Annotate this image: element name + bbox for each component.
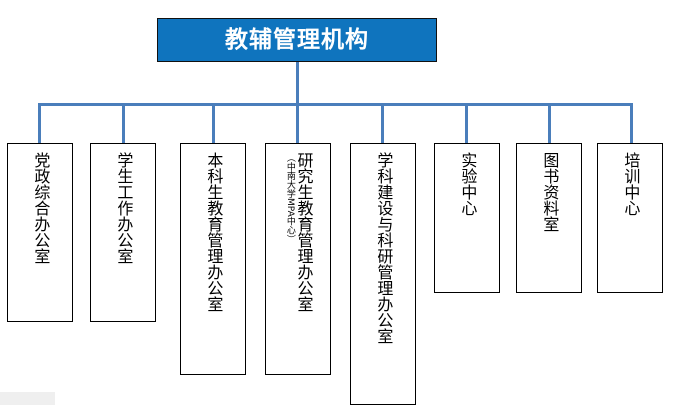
org-node-label: 研究生教育管理办公室 [294, 152, 314, 312]
connector-horizontal-bus [38, 103, 632, 106]
org-node-content: 培训中心 [598, 152, 662, 216]
connector-drop-3 [212, 103, 215, 144]
org-node-4[interactable]: 研究生教育管理办公室（中南大学MPA中心） [265, 143, 331, 375]
org-node-content: 研究生教育管理办公室（中南大学MPA中心） [266, 152, 330, 312]
org-node-label: 培训中心 [621, 152, 641, 216]
connector-root-stem [296, 62, 299, 105]
org-node-content: 学生工作办公室 [91, 152, 155, 264]
org-node-label: 学科建设与科研管理办公室 [374, 152, 394, 344]
org-node-6[interactable]: 实验中心 [434, 143, 500, 293]
connector-drop-2 [122, 103, 125, 144]
org-node-1[interactable]: 党政综合办公室 [7, 143, 73, 322]
org-node-content: 党政综合办公室 [8, 152, 72, 264]
org-node-label: 党政综合办公室 [31, 152, 51, 264]
connector-drop-6 [465, 103, 468, 144]
org-node-sublabel: （中南大学MPA中心） [284, 153, 295, 244]
org-node-2[interactable]: 学生工作办公室 [90, 143, 156, 322]
org-node-5[interactable]: 学科建设与科研管理办公室 [350, 143, 416, 405]
connector-drop-4 [296, 103, 299, 144]
org-node-8[interactable]: 培训中心 [597, 143, 663, 293]
org-root-node[interactable]: 教辅管理机构 [157, 18, 437, 62]
connector-drop-1 [38, 103, 41, 144]
connector-drop-7 [548, 103, 551, 144]
org-node-content: 图书资料室 [517, 152, 581, 232]
org-node-content: 实验中心 [435, 152, 499, 216]
org-node-label: 实验中心 [458, 152, 478, 216]
org-node-label: 学生工作办公室 [114, 152, 134, 264]
org-node-content: 学科建设与科研管理办公室 [351, 152, 415, 344]
connector-drop-8 [630, 103, 633, 144]
bottom-gray-strip [0, 392, 55, 405]
org-node-content: 本科生教育管理办公室 [181, 152, 245, 312]
org-node-7[interactable]: 图书资料室 [516, 143, 582, 293]
connector-drop-5 [381, 103, 384, 144]
org-node-label: 本科生教育管理办公室 [204, 152, 224, 312]
org-root-label: 教辅管理机构 [225, 26, 369, 53]
org-node-3[interactable]: 本科生教育管理办公室 [180, 143, 246, 375]
org-node-label: 图书资料室 [540, 152, 560, 232]
